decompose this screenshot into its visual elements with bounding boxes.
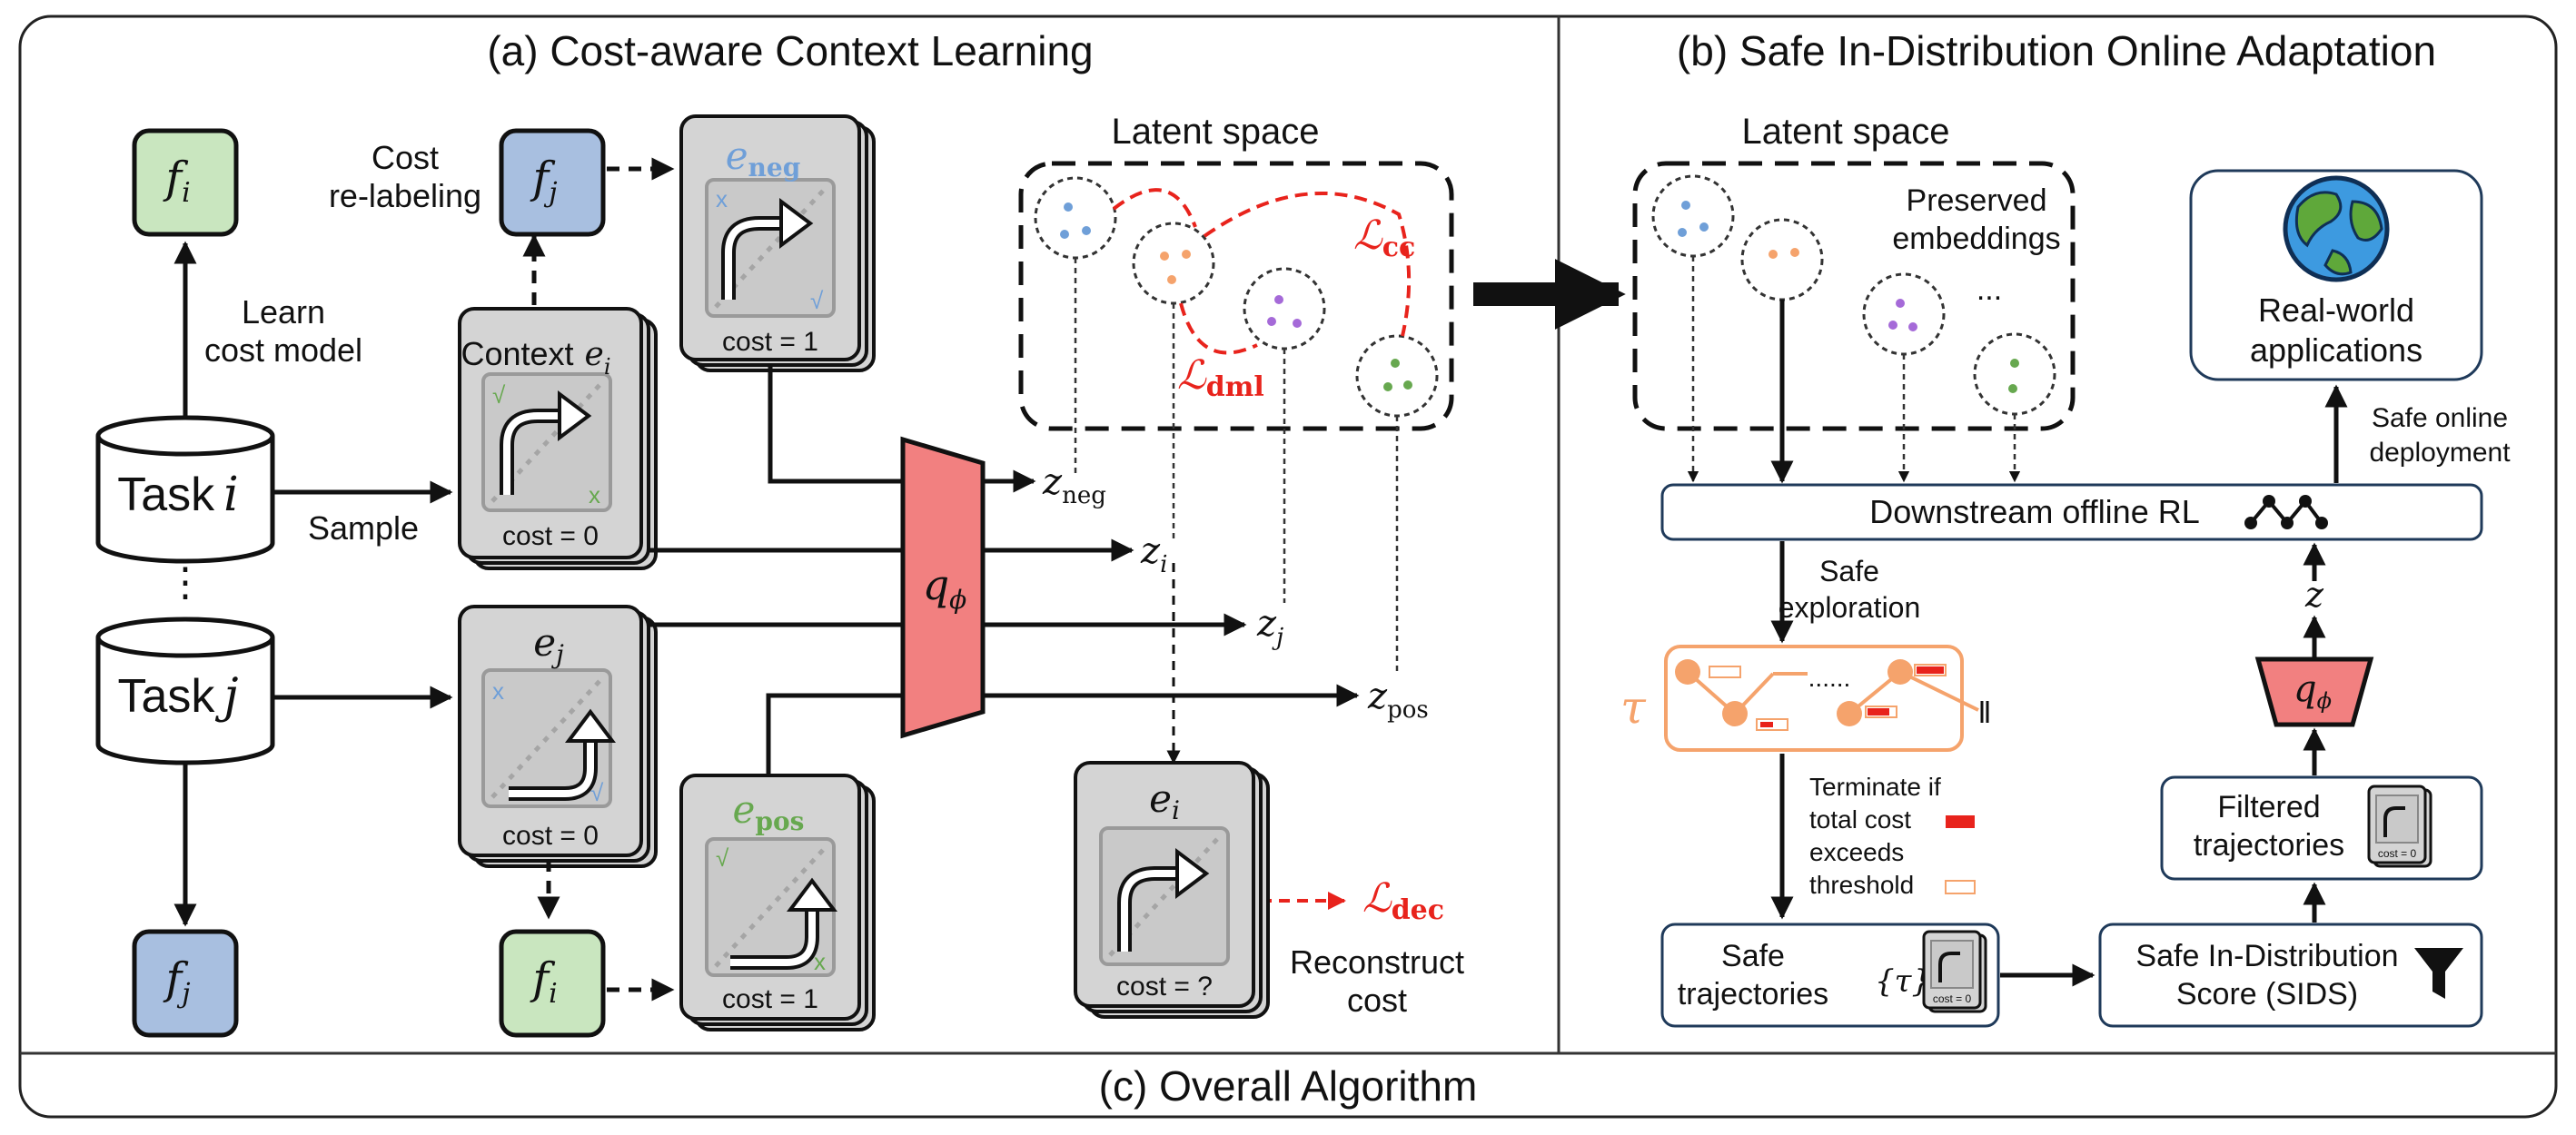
svg-text:x: x bbox=[716, 185, 728, 212]
svg-text:trajectories: trajectories bbox=[2194, 828, 2344, 863]
e-neg-card: x √ eneg cost = 1 bbox=[679, 114, 876, 372]
encoder-b-q-phi: qϕ bbox=[2254, 656, 2374, 727]
svg-text:cost = 1: cost = 1 bbox=[722, 984, 818, 1014]
svg-text:cost = 0: cost = 0 bbox=[502, 821, 599, 851]
cost-bar-threshold bbox=[1945, 880, 1976, 894]
encoder-q-phi: qϕ bbox=[900, 436, 986, 739]
svg-text:x: x bbox=[589, 481, 600, 508]
sample-label: Sample bbox=[308, 509, 419, 547]
svg-text:cost = 0: cost = 0 bbox=[502, 521, 599, 551]
mini-card-stack-filtered: cost = 0 bbox=[2367, 785, 2432, 868]
svg-text:cost = 0: cost = 0 bbox=[2378, 847, 2417, 860]
z-j-label: zj bbox=[1256, 603, 1283, 651]
outer-frame bbox=[18, 15, 2558, 1119]
svg-text:Downstream offline RL: Downstream offline RL bbox=[1869, 493, 2200, 530]
z-neg-label: zneg bbox=[1042, 461, 1106, 509]
dml-curve bbox=[1179, 302, 1258, 355]
svg-text:Filtered: Filtered bbox=[2217, 790, 2320, 824]
svg-text:√: √ bbox=[716, 844, 729, 872]
loss-cc-label: ℒcc bbox=[1353, 212, 1415, 263]
z-i-label: zi bbox=[1140, 530, 1167, 578]
svg-text:cost = 1: cost = 1 bbox=[722, 327, 818, 357]
svg-text:√: √ bbox=[590, 779, 604, 806]
cost-bar-full bbox=[1946, 815, 1975, 828]
svg-text:√: √ bbox=[810, 287, 824, 314]
latent-space-a-box bbox=[1018, 161, 1454, 431]
neg-to-encoder-line bbox=[768, 363, 905, 484]
filter-funnel-icon bbox=[2414, 948, 2463, 999]
svg-text:cost = ?: cost = ? bbox=[1116, 972, 1213, 1002]
pos-to-encoder-line bbox=[766, 693, 905, 774]
svg-text:epos: epos bbox=[733, 787, 805, 836]
svg-text:eneg: eneg bbox=[726, 133, 801, 183]
latent-space-a-label: Latent space bbox=[1111, 112, 1319, 152]
svg-text:qϕ: qϕ bbox=[923, 560, 967, 615]
latent-space-b-label: Latent space bbox=[1741, 112, 1949, 152]
cc-curve-2 bbox=[1203, 192, 1412, 337]
svg-text:applications: applications bbox=[2250, 331, 2422, 369]
f-j-model-box-bottom: fj bbox=[132, 929, 239, 1038]
latent-space-b-box bbox=[1632, 161, 2076, 431]
tau-label: τ bbox=[1620, 681, 1647, 734]
globe-icon bbox=[2283, 175, 2390, 282]
network-icon bbox=[2244, 495, 2328, 529]
filtered-trajectories-box: Filtered trajectories bbox=[2160, 775, 2483, 881]
latent-dots: ... bbox=[1977, 272, 2002, 307]
svg-text:ei: ei bbox=[1149, 776, 1180, 825]
downstream-offline-rl-box: Downstream offline RL bbox=[1660, 483, 2483, 541]
trajectory-graph bbox=[1675, 659, 1989, 731]
sids-box: Safe In-Distribution Score (SIDS) bbox=[2098, 923, 2483, 1028]
svg-text:Safe: Safe bbox=[1721, 939, 1785, 973]
tau-box bbox=[1664, 645, 1964, 752]
panel-b-title: (b) Safe In-Distribution Online Adaptati… bbox=[1677, 27, 2436, 74]
svg-text:cost = 0: cost = 0 bbox=[1933, 992, 1972, 1005]
e-j-card: x √ ej cost = 0 bbox=[458, 605, 658, 868]
svg-text:{τ}: {τ} bbox=[1875, 963, 1931, 1000]
svg-text:qϕ: qϕ bbox=[2294, 668, 2332, 714]
e-pos-card: √ x epos cost = 1 bbox=[679, 774, 876, 1031]
ellipsis: ⋮ bbox=[165, 560, 205, 605]
panel-c-title: (c) Overall Algorithm bbox=[1099, 1062, 1478, 1110]
svg-text:Score (SIDS): Score (SIDS) bbox=[2176, 977, 2358, 1012]
svg-text:Real-world: Real-world bbox=[2258, 291, 2414, 329]
safe-trajectories-box: Safe trajectories {τ} bbox=[1660, 923, 2000, 1028]
loss-dec-label: ℒdec bbox=[1362, 875, 1444, 926]
panel-a-title: (a) Cost-aware Context Learning bbox=[487, 27, 1093, 74]
z-b-label: z bbox=[2304, 575, 2324, 615]
z-pos-label: zpos bbox=[1367, 676, 1429, 724]
svg-text:ej: ej bbox=[533, 620, 564, 669]
mini-card-stack-safe: cost = 0 bbox=[1922, 930, 1987, 1013]
f-j-model-box-top: fj bbox=[499, 128, 606, 237]
svg-text:trajectories: trajectories bbox=[1678, 977, 1828, 1012]
svg-text:x: x bbox=[814, 948, 826, 975]
svg-text:√: √ bbox=[492, 381, 506, 409]
f-i-model-box-bottom: fi bbox=[499, 929, 606, 1038]
svg-text:x: x bbox=[492, 677, 504, 705]
trajectory-dots: ...... bbox=[1808, 664, 1851, 692]
cc-curve-1 bbox=[1112, 188, 1197, 228]
reconstruct-e-i-card: ei cost = ? bbox=[1074, 761, 1270, 1019]
svg-text:Safe In-Distribution: Safe In-Distribution bbox=[2135, 939, 2398, 973]
loss-dml-label: ℒdml bbox=[1177, 352, 1264, 403]
f-i-model-box: fi bbox=[132, 128, 239, 237]
